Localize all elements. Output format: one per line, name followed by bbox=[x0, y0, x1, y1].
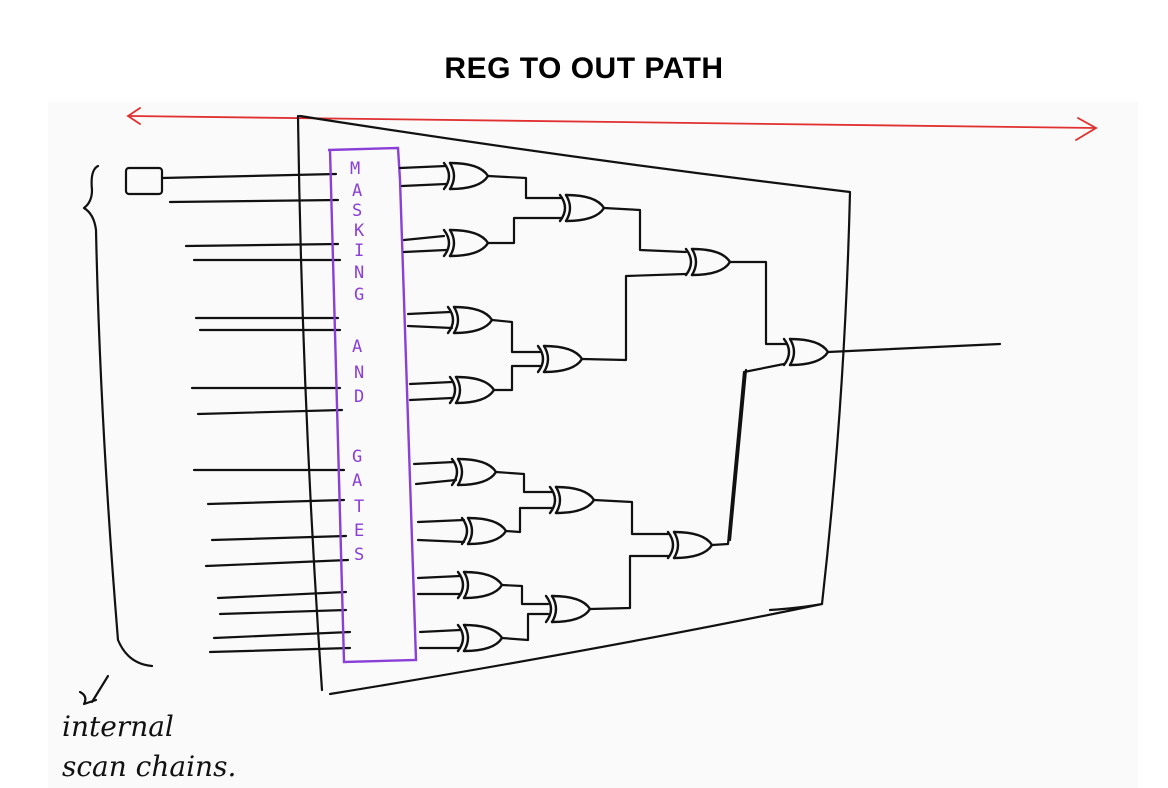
mask-letter: E bbox=[354, 521, 364, 541]
mask-letter: N bbox=[354, 263, 364, 283]
register-box bbox=[124, 166, 164, 196]
xor-level-1 bbox=[398, 161, 508, 653]
scan-chain-brace bbox=[82, 164, 154, 668]
mask-letter: M bbox=[350, 159, 360, 179]
mask-letter: S bbox=[352, 201, 362, 221]
mask-letter: T bbox=[354, 497, 364, 517]
mask-letter: S bbox=[354, 545, 364, 565]
scan-chain-annotation: internal scan chains. bbox=[62, 674, 236, 783]
annotation-line-2: scan chains. bbox=[62, 750, 236, 783]
mask-letter: D bbox=[354, 387, 364, 407]
xor-level-2 bbox=[486, 174, 606, 642]
page-title: REG TO OUT PATH bbox=[444, 52, 724, 85]
annotation-line-1: internal bbox=[62, 710, 174, 743]
mask-letter: G bbox=[354, 285, 364, 305]
output-wire bbox=[826, 342, 1002, 354]
mask-letter: K bbox=[354, 221, 365, 241]
mask-letter: G bbox=[352, 447, 362, 467]
mask-letter: A bbox=[352, 181, 362, 201]
compactor-boundary bbox=[296, 114, 852, 696]
masking-block: M A S K I N G A N D G A T E S bbox=[327, 146, 418, 664]
xor-level-4 bbox=[710, 260, 1002, 547]
mask-letter: A bbox=[352, 337, 362, 357]
mask-letter: I bbox=[354, 241, 364, 261]
xor-level-3 bbox=[580, 206, 732, 611]
width-arrow bbox=[126, 107, 1098, 141]
scan-input-wires bbox=[160, 172, 352, 654]
mask-letter: A bbox=[352, 471, 362, 491]
mask-letter: N bbox=[354, 363, 364, 383]
